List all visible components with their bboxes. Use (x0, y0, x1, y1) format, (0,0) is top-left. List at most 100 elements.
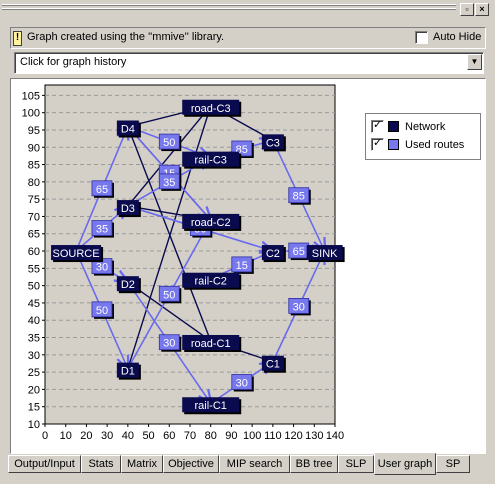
tab-output-input[interactable]: Output/Input (8, 455, 81, 473)
node-rail-c1-label: rail-C1 (195, 400, 227, 412)
network-edge (127, 105, 212, 207)
flow-label-box (288, 187, 310, 204)
y-tick-label: 10 (28, 419, 40, 431)
y-tick-label: 25 (28, 367, 40, 379)
x-tick-label: 80 (205, 430, 217, 442)
flow-label: 30 (236, 377, 248, 389)
flow-label-box (158, 334, 180, 351)
node-rail-c3-label: rail-C3 (195, 155, 227, 167)
flow-label-box (91, 220, 113, 236)
flow-label: 50 (96, 305, 108, 317)
node-d4-box (116, 120, 139, 136)
y-tick-label: 45 (28, 298, 40, 310)
flow-label: 30 (163, 338, 175, 350)
flow-label-box (158, 285, 180, 302)
flow-label-box (91, 180, 113, 197)
legend-used-routes-checkbox[interactable]: ✓ (371, 137, 384, 151)
x-tick-label: 130 (305, 430, 323, 442)
flow-label: 35 (163, 177, 175, 189)
flow-label-box (91, 301, 113, 318)
tab-slp[interactable]: SLP (338, 455, 374, 473)
close-button[interactable]: × (475, 3, 489, 16)
tab-stats[interactable]: Stats (81, 455, 121, 473)
graph-history-dropdown[interactable]: Click for graph history ▼ (14, 52, 484, 74)
node-rail-c3-box (182, 151, 240, 167)
y-tick-label: 40 (28, 315, 40, 327)
y-tick-label: 80 (28, 177, 40, 189)
chart-legend: ✓ Network ✓ Used routes (365, 113, 481, 160)
y-tick-label: 35 (28, 333, 40, 345)
x-tick-label: 110 (264, 430, 282, 442)
network-graph-chart: 1015202530354045505560657075808590951001… (22, 84, 345, 442)
x-tick-label: 10 (60, 430, 72, 442)
auto-hide-checkbox[interactable] (415, 31, 428, 44)
y-tick-label: 55 (28, 263, 40, 275)
tab-bb-tree[interactable]: BB tree (290, 455, 338, 473)
x-tick-label: 70 (184, 430, 196, 442)
tab-mip-search[interactable]: MIP search (219, 455, 290, 473)
node-sink-box (306, 245, 343, 261)
y-tick-label: 15 (28, 402, 40, 414)
legend-used-routes-label: Used routes (405, 138, 465, 151)
node-source-box (51, 245, 102, 261)
node-d1-label: D1 (121, 366, 135, 378)
minimize-button[interactable]: ▫ (460, 3, 474, 16)
node-road-c3-label: road-C3 (191, 103, 231, 115)
y-tick-label: 70 (28, 211, 40, 223)
tab-sp[interactable]: SP (436, 455, 470, 473)
y-tick-label: 90 (28, 142, 40, 154)
node-c3-box (261, 134, 284, 150)
warning-icon: ! (13, 31, 22, 46)
legend-item-network[interactable]: ✓ Network (371, 119, 445, 134)
flow-label-box (231, 256, 253, 273)
flow-label: 85 (293, 191, 305, 203)
legend-network-checkbox[interactable]: ✓ (371, 119, 384, 133)
legend-item-used-routes[interactable]: ✓ Used routes (371, 137, 464, 152)
legend-network-swatch (388, 121, 399, 132)
flow-label-box (231, 374, 253, 390)
y-tick-label: 60 (28, 246, 40, 258)
x-tick-label: 140 (326, 430, 344, 442)
x-tick-label: 40 (122, 430, 134, 442)
flow-label: 35 (96, 224, 108, 236)
flow-label: 50 (163, 137, 175, 149)
x-tick-label: 120 (284, 430, 302, 442)
y-tick-label: 100 (22, 108, 40, 120)
flow-label: 50 (163, 289, 175, 301)
toolbar-grip[interactable] (2, 2, 456, 12)
node-d4-label: D4 (121, 124, 135, 136)
y-tick-label: 50 (28, 281, 40, 293)
node-c3-label: C3 (266, 137, 280, 149)
x-tick-label: 90 (225, 430, 237, 442)
tab-matrix[interactable]: Matrix (121, 455, 163, 473)
node-c2-label: C2 (266, 248, 280, 260)
flow-label: 65 (293, 246, 305, 258)
tab-objective[interactable]: Objective (163, 455, 219, 473)
node-d3-label: D3 (121, 203, 135, 215)
node-c1-box (261, 355, 284, 371)
tab-user-graph[interactable]: User graph (374, 453, 436, 475)
x-tick-label: 30 (101, 430, 113, 442)
node-road-c2-box (182, 213, 240, 229)
flow-label-box (288, 297, 310, 314)
y-tick-label: 85 (28, 160, 40, 172)
node-rail-c2-box (182, 272, 240, 288)
chevron-down-icon[interactable]: ▼ (467, 54, 482, 70)
x-tick-label: 60 (163, 430, 175, 442)
node-d2-box (116, 276, 139, 292)
node-d3-box (116, 200, 139, 216)
node-road-c1-box (182, 334, 240, 350)
node-rail-c2-label: rail-C2 (195, 276, 227, 288)
node-c2-box (261, 245, 284, 261)
y-tick-label: 65 (28, 229, 40, 241)
node-road-c2-label: road-C2 (191, 217, 231, 229)
status-bar: ! Graph created using the ''mmive'' libr… (10, 27, 486, 49)
node-source-label: SOURCE (53, 248, 100, 260)
auto-hide-label: Auto Hide (433, 31, 482, 43)
flow-label: 15 (236, 260, 248, 272)
legend-network-label: Network (405, 120, 446, 133)
node-rail-c1-box (182, 397, 240, 413)
node-c1-label: C1 (266, 359, 280, 371)
node-d1-box (116, 362, 139, 378)
x-tick-label: 50 (142, 430, 154, 442)
